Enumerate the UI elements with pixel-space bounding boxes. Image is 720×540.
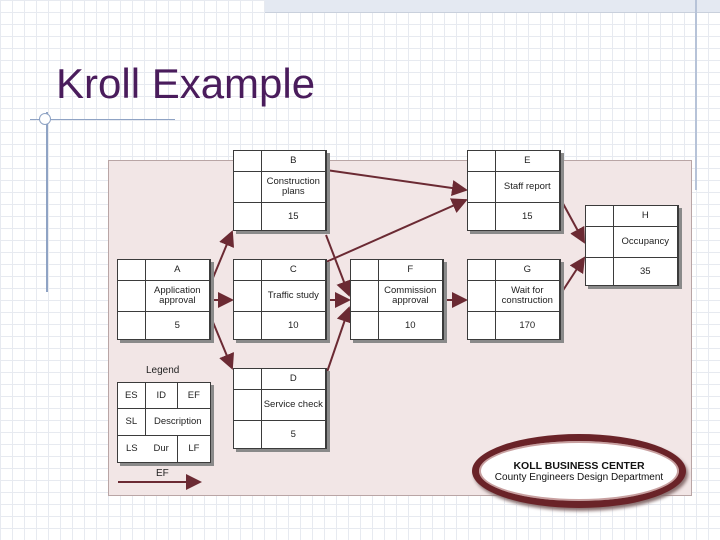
koll-business-center-seal: KOLL BUSINESS CENTER County Engineers De… — [472, 434, 686, 508]
activity-id: E — [495, 151, 560, 173]
seal-title: KOLL BUSINESS CENTER — [513, 459, 645, 472]
legend-label: Legend — [146, 365, 180, 376]
title-decor-horizontal-line — [30, 119, 175, 120]
activity-description: Application approval — [145, 281, 210, 313]
activity-id: F — [378, 260, 443, 282]
activity-node-h: H Occupancy 35 — [585, 205, 679, 286]
activity-duration: 15 — [262, 203, 326, 230]
activity-id: B — [261, 151, 326, 173]
activity-node-f: F Commission approval 10 — [350, 259, 444, 340]
activity-node-b: B Construction plans 15 — [233, 150, 327, 231]
legend-id: ID — [145, 383, 178, 410]
activity-id: A — [145, 260, 210, 282]
legend-ls: LS — [125, 443, 138, 455]
activity-duration: 170 — [496, 312, 560, 339]
activity-duration: 10 — [262, 312, 326, 339]
activity-duration: 35 — [614, 258, 678, 285]
activity-description: Commission approval — [378, 281, 443, 313]
activity-node-g: G Wait for construction 170 — [467, 259, 561, 340]
activity-duration: 5 — [146, 312, 210, 339]
legend-ef: EF — [177, 383, 210, 410]
activity-id: C — [261, 260, 326, 282]
slide-title: Kroll Example — [56, 60, 316, 107]
activity-duration: 10 — [379, 312, 443, 339]
seal-subtitle: County Engineers Design Department — [494, 471, 664, 483]
legend-description: Description — [145, 409, 210, 436]
title-decor-circle — [39, 113, 51, 125]
legend-node: ES ID EF SL Description LS Dur LF — [117, 382, 211, 463]
activity-description: Traffic study — [261, 281, 326, 313]
activity-node-d: D Service check 5 — [233, 368, 327, 449]
legend-arrow-label: EF — [156, 468, 169, 479]
legend-sl: SL — [118, 409, 146, 436]
right-decor-line — [695, 0, 697, 190]
activity-description: Construction plans — [261, 172, 326, 204]
legend-dur: Dur — [146, 435, 178, 462]
activity-node-c: C Traffic study 10 — [233, 259, 327, 340]
activity-id: D — [261, 369, 326, 391]
top-decor-bar — [265, 0, 720, 13]
legend-lf: LF — [188, 443, 200, 455]
activity-id: H — [613, 206, 678, 228]
legend-es: ES — [118, 383, 146, 410]
activity-id: G — [495, 260, 560, 282]
activity-description: Service check — [261, 390, 326, 422]
activity-node-a: A Application approval 5 — [117, 259, 211, 340]
title-decor-vertical-line — [46, 112, 48, 292]
activity-node-e: E Staff report 15 — [467, 150, 561, 231]
activity-description: Occupancy — [613, 227, 678, 259]
activity-duration: 5 — [262, 421, 326, 448]
activity-duration: 15 — [496, 203, 560, 230]
activity-description: Staff report — [495, 172, 560, 204]
activity-description: Wait for construction — [495, 281, 560, 313]
